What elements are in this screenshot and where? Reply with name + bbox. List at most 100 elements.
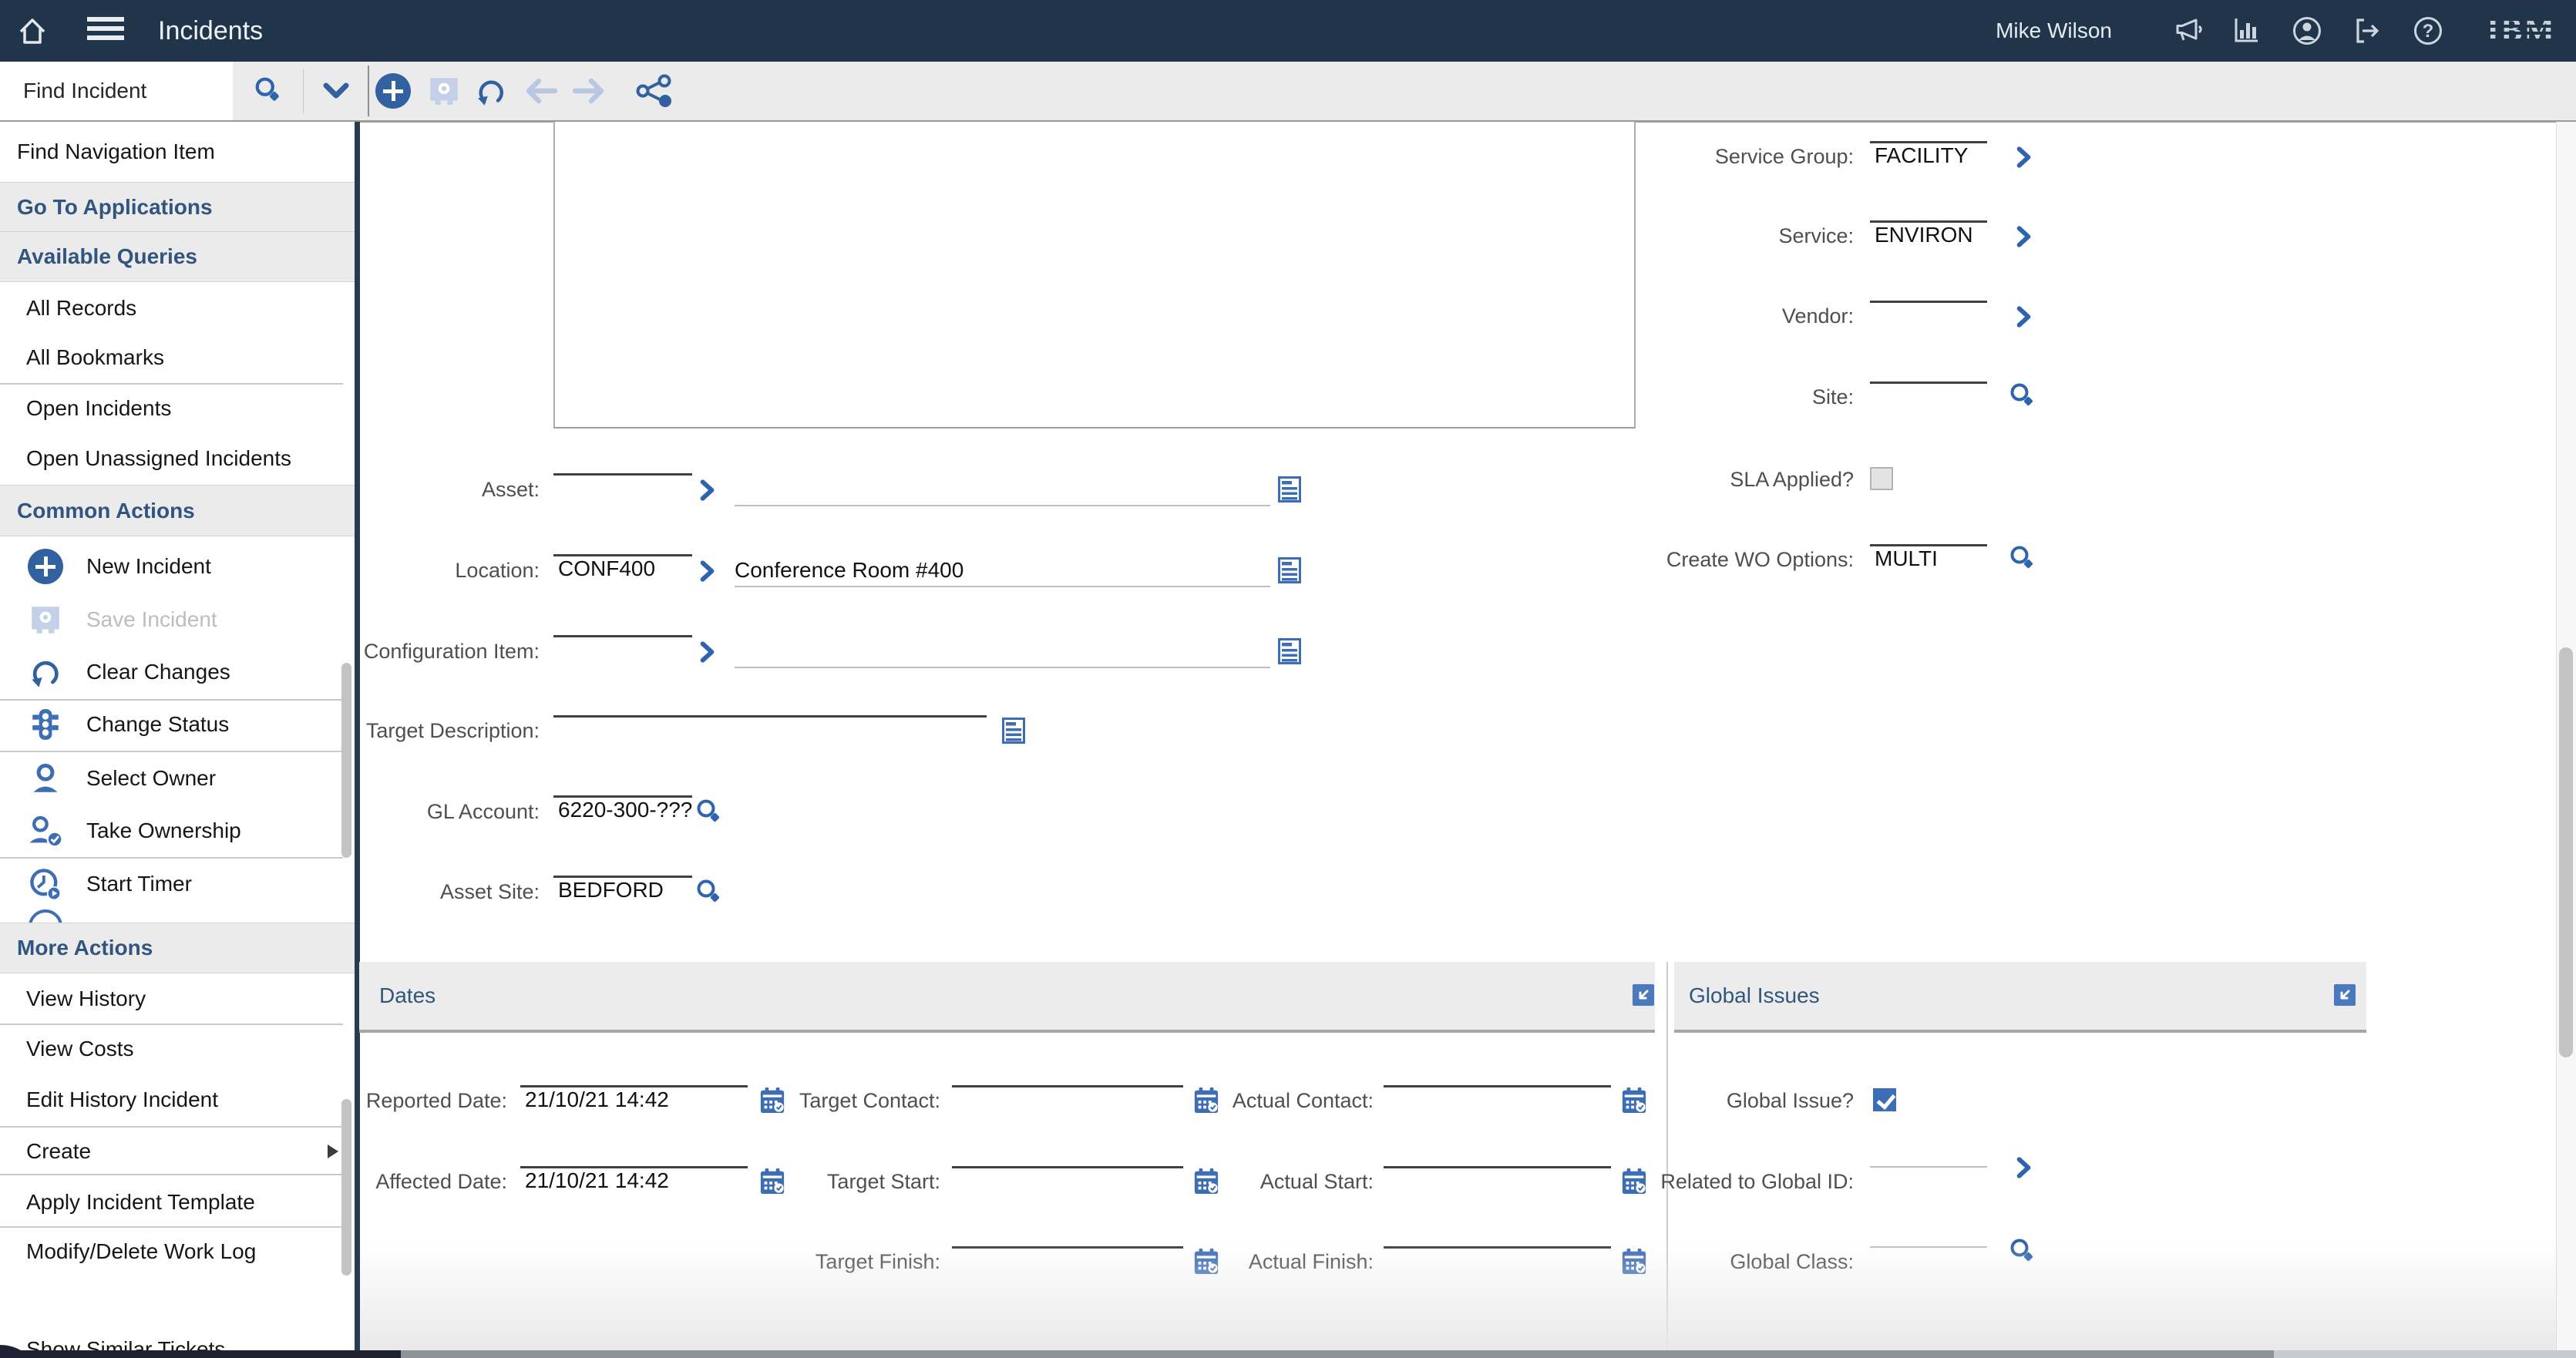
more-actions-scrollbar[interactable]	[341, 1099, 351, 1276]
menu-icon[interactable]	[87, 17, 124, 45]
related-to-global-id-input[interactable]	[1870, 1166, 1987, 1168]
action-view-costs[interactable]: View Costs	[26, 1037, 134, 1061]
page-title: Incidents	[158, 16, 264, 45]
workflow-icon	[634, 73, 673, 109]
location-label: Location:	[455, 559, 540, 582]
target-description-longdesc-icon[interactable]	[1002, 718, 1025, 744]
profile-icon[interactable]	[2292, 15, 2322, 46]
query-open-unassigned-incidents[interactable]: Open Unassigned Incidents	[26, 446, 291, 470]
action-take-ownership[interactable]: Take Ownership	[0, 806, 355, 855]
action-edit-history-incident[interactable]: Edit History Incident	[26, 1087, 218, 1111]
next-record-button[interactable]	[571, 62, 607, 120]
asset-input[interactable]	[553, 473, 692, 476]
actual-start-input[interactable]	[1384, 1166, 1611, 1168]
gl-account-input[interactable]	[553, 795, 692, 798]
configuration-item-longdesc-icon[interactable]	[1278, 638, 1301, 664]
previous-record-button[interactable]	[523, 62, 559, 120]
configuration-item-description-input[interactable]	[735, 667, 1270, 668]
configuration-item-input[interactable]	[553, 635, 692, 637]
find-incident-input[interactable]: Find Incident	[0, 62, 233, 120]
vendor-chevron-icon[interactable]	[2013, 305, 2033, 328]
asset-description-input[interactable]	[735, 505, 1270, 506]
service-input[interactable]	[1870, 220, 1987, 223]
site-input[interactable]	[1870, 382, 1987, 384]
asset-site-lookup-icon[interactable]	[695, 879, 723, 906]
incident-details-textarea[interactable]	[553, 122, 1636, 429]
service-group-chevron-icon[interactable]	[2013, 146, 2033, 169]
target-start-input[interactable]	[952, 1166, 1183, 1168]
affected-date-label: Affected Date:	[375, 1170, 507, 1193]
global-issues-minimize-icon[interactable]	[2334, 984, 2356, 1006]
target-start-label: Target Start:	[826, 1170, 940, 1193]
reported-date-input[interactable]	[520, 1085, 748, 1087]
global-class-input[interactable]	[1870, 1246, 1987, 1248]
home-icon[interactable]	[15, 14, 49, 48]
sidebar-section-goto[interactable]: Go To Applications	[0, 182, 355, 233]
user-name[interactable]: Mike Wilson	[1996, 18, 2112, 42]
action-start-timer[interactable]: Start Timer	[0, 859, 355, 909]
location-description-input[interactable]	[735, 586, 1270, 587]
clear-changes-icon	[28, 654, 63, 690]
target-contact-input[interactable]	[952, 1085, 1183, 1087]
location-longdesc-icon[interactable]	[1278, 557, 1301, 583]
new-record-button[interactable]	[375, 62, 411, 120]
announcement-icon[interactable]	[2172, 16, 2204, 45]
service-group-input[interactable]	[1870, 141, 1987, 143]
sidebar-section-queries[interactable]: Available Queries	[0, 231, 355, 282]
advanced-search-dropdown[interactable]	[304, 62, 368, 120]
affected-date-input[interactable]	[520, 1166, 748, 1168]
location-input[interactable]	[553, 554, 692, 556]
horizontal-scrollbar-thumb[interactable]	[0, 1350, 401, 1358]
global-class-lookup-icon[interactable]	[2009, 1238, 2036, 1266]
search-button[interactable]	[233, 62, 303, 120]
query-all-bookmarks[interactable]: All Bookmarks	[26, 345, 164, 369]
action-apply-incident-template[interactable]: Apply Incident Template	[26, 1190, 255, 1214]
clear-changes-button[interactable]	[473, 62, 509, 120]
vendor-input[interactable]	[1870, 301, 1987, 303]
save-record-button[interactable]	[426, 62, 462, 120]
create-wo-options-input[interactable]	[1870, 544, 1987, 546]
sidebar-divider	[355, 122, 360, 1350]
sign-out-icon[interactable]	[2352, 16, 2382, 45]
location-detail-chevron-icon[interactable]	[697, 560, 717, 583]
target-description-input[interactable]	[553, 715, 987, 718]
create-wo-options-lookup-icon[interactable]	[2009, 545, 2036, 573]
help-icon[interactable]	[2413, 15, 2443, 46]
action-save-incident[interactable]: Save Incident	[0, 595, 355, 644]
sla-applied-checkbox[interactable]	[1870, 467, 1893, 490]
action-create-submenu[interactable]: Create	[0, 1127, 355, 1176]
reports-icon[interactable]	[2232, 16, 2262, 45]
vertical-scrollbar-thumb[interactable]	[2559, 647, 2573, 1057]
arrow-left-icon	[523, 78, 559, 104]
gl-account-lookup-icon[interactable]	[695, 798, 723, 826]
configuration-item-chevron-icon[interactable]	[697, 640, 717, 664]
asset-longdesc-icon[interactable]	[1278, 476, 1301, 503]
query-open-incidents[interactable]: Open Incidents	[26, 396, 172, 420]
action-modify-delete-work-log[interactable]: Modify/Delete Work Log	[26, 1239, 257, 1263]
action-select-owner[interactable]: Select Owner	[0, 754, 355, 803]
common-actions-scrollbar[interactable]	[341, 663, 351, 858]
service-label: Service:	[1778, 224, 1854, 247]
workflow-button[interactable]	[634, 62, 673, 120]
dates-minimize-icon[interactable]	[1633, 984, 1654, 1006]
global-issue-checkbox[interactable]	[1873, 1088, 1896, 1111]
site-lookup-icon[interactable]	[2009, 382, 2036, 410]
sidebar-section-more-actions[interactable]: More Actions	[0, 923, 355, 973]
action-new-incident[interactable]: New Incident	[0, 542, 355, 591]
global-issues-section-title: Global Issues	[1689, 983, 1820, 1007]
service-chevron-icon[interactable]	[2013, 225, 2033, 248]
asset-detail-chevron-icon[interactable]	[697, 479, 717, 502]
location-description-value: Conference Room #400	[735, 558, 964, 582]
action-change-status[interactable]: Change Status	[0, 700, 355, 749]
find-navigation-item[interactable]: Find Navigation Item	[17, 139, 215, 163]
configuration-item-label: Configuration Item:	[363, 640, 540, 663]
asset-site-input[interactable]	[553, 876, 692, 878]
action-view-history[interactable]: View History	[26, 987, 146, 1010]
action-clear-changes[interactable]: Clear Changes	[0, 647, 355, 697]
service-group-value: FACILITY	[1875, 143, 1969, 167]
horizontal-scrollbar-track[interactable]	[401, 1350, 2274, 1358]
query-all-records[interactable]: All Records	[26, 296, 137, 320]
related-to-global-id-chevron-icon[interactable]	[2013, 1156, 2033, 1179]
sidebar-section-common-actions[interactable]: Common Actions	[0, 485, 355, 536]
actual-contact-input[interactable]	[1384, 1085, 1611, 1087]
